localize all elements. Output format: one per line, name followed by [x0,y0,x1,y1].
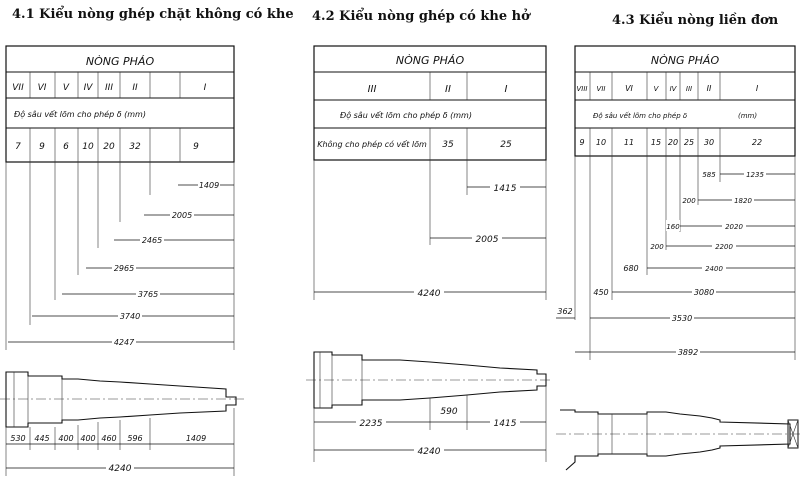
p2-section-i: I [505,84,508,95]
p2-section-iii: III [368,84,377,95]
p3-section-ii: II [707,84,712,93]
p1-section-vi: VI [38,83,47,93]
p3-section-vii: VII [597,85,606,93]
p1-section-v: V [63,83,70,93]
p1-depth-ii: 32 [129,142,141,152]
p1-depth-iii: 20 [103,142,115,152]
panel-4-3-title: 4.3 Kiểu nòng liền đơn [612,12,779,28]
p1-section-ii: II [132,83,138,93]
p3-section-iii: III [686,85,692,93]
p2-total-4240: 4240 [418,447,441,457]
p2-dim-4240: 4240 [418,289,441,299]
p3-section-iv: IV [670,85,678,93]
p1-dim-2965: 2965 [114,264,134,273]
p3-section-i: I [756,84,759,93]
p3-dim-585: 585 [702,171,716,179]
p3-dim-450: 450 [593,288,608,297]
panel-4-3-table [574,45,796,157]
p3-dim-2400: 2400 [705,265,723,273]
p3-dim-1235: 1235 [746,171,764,179]
panel-4-1-title: 4.1 Kiểu nòng ghép chặt không có khe [12,6,294,22]
p1-dim-3740: 3740 [120,312,140,321]
p1-depth-iv: 10 [82,142,94,152]
p1-dim-4247: 4247 [114,338,135,347]
p2-depth-25: 25 [500,140,512,150]
p3-section-viii: VIII [577,85,588,93]
p1-section-vii: VII [12,83,24,93]
p1-dim-3765: 3765 [138,290,158,299]
p3-depth-vii: 10 [596,138,606,147]
p3-dim-1820: 1820 [734,197,752,205]
p2-len-1415: 1415 [494,419,517,429]
p3-dim-200b: 200 [650,243,664,251]
p2-depth-35: 35 [442,140,454,150]
p3-dim-2200: 2200 [715,243,733,251]
p2-len-2235: 2235 [360,419,383,429]
panel-4-2-barrel [306,351,552,409]
p2-section-ii: II [445,84,451,95]
p3-dim-160: 160 [666,223,680,231]
p3-depth-iv: 20 [668,138,678,147]
p1-dim-1409: 1409 [199,181,219,190]
p3-depth-viii: 9 [579,138,584,147]
p1-depth-v: 6 [63,142,69,152]
p2-depth-no-dent: Không cho phép có vết lõm [317,139,427,149]
p3-section-vi: VI [625,84,633,93]
p3-depth-vi: 11 [624,138,634,147]
panel-4-1-header: NÒNG PHÁO [86,55,155,68]
p2-len-590: 590 [440,407,457,417]
p1-len-400a: 400 [58,434,73,443]
p1-depth-vii: 7 [15,142,21,152]
p1-dim-2465: 2465 [142,236,162,245]
p3-depth-ii: 30 [704,138,714,147]
p1-total-4240: 4240 [109,464,132,474]
p1-len-400b: 400 [80,434,95,443]
p2-depth-label: Độ sâu vết lõm cho phép δ (mm) [340,110,472,120]
panel-4-3: 4.3 Kiểu nòng liền đơn NÒNG PHÁO VIII VI… [556,12,800,471]
p1-section-iii: III [105,83,113,93]
p3-depth-unit: (mm) [738,112,757,120]
p3-depth-v: 15 [651,138,661,147]
p3-depth-i: 22 [752,138,762,147]
p1-depth-label: Độ sâu vết lõm cho phép δ (mm) [14,109,146,119]
panel-4-1-barrel [0,371,244,428]
p2-dim-2005: 2005 [476,235,499,245]
p1-len-460: 460 [101,434,116,443]
p3-dim-2020: 2020 [725,223,743,231]
p1-depth-i: 9 [193,142,199,152]
panel-4-2-header: NÒNG PHÁO [396,54,465,67]
p1-section-i: I [204,83,207,93]
p1-len-1409: 1409 [186,434,206,443]
p3-dim-200a: 200 [682,197,696,205]
p3-depth-iii: 25 [684,138,694,147]
p3-dim-680: 680 [623,264,638,273]
p1-depth-vi: 9 [39,142,45,152]
p3-dim-3080: 3080 [694,288,714,297]
p1-len-530: 530 [10,434,25,443]
p3-dim-3530: 3530 [672,314,692,323]
p3-section-v: V [654,85,660,93]
p1-len-445: 445 [34,434,49,443]
panel-4-3-header: NÒNG PHÁO [651,54,720,67]
p3-dim-3892: 3892 [678,348,698,357]
panel-4-1: 4.1 Kiểu nòng ghép chặt không có khe NÒN… [0,6,294,476]
p3-depth-label: Độ sâu vết lõm cho phép δ [593,112,687,120]
p1-dim-2005: 2005 [172,211,192,220]
panel-4-3-barrel [556,409,800,471]
p2-dim-1415: 1415 [494,184,517,194]
p3-dim-362: 362 [557,307,572,316]
p1-section-iv: IV [84,83,94,93]
panel-4-2-title: 4.2 Kiểu nòng ghép có khe hở [312,8,531,24]
panel-4-2: 4.2 Kiểu nòng ghép có khe hở NÒNG PHÁO I… [306,8,552,462]
p1-len-596: 596 [127,434,142,443]
